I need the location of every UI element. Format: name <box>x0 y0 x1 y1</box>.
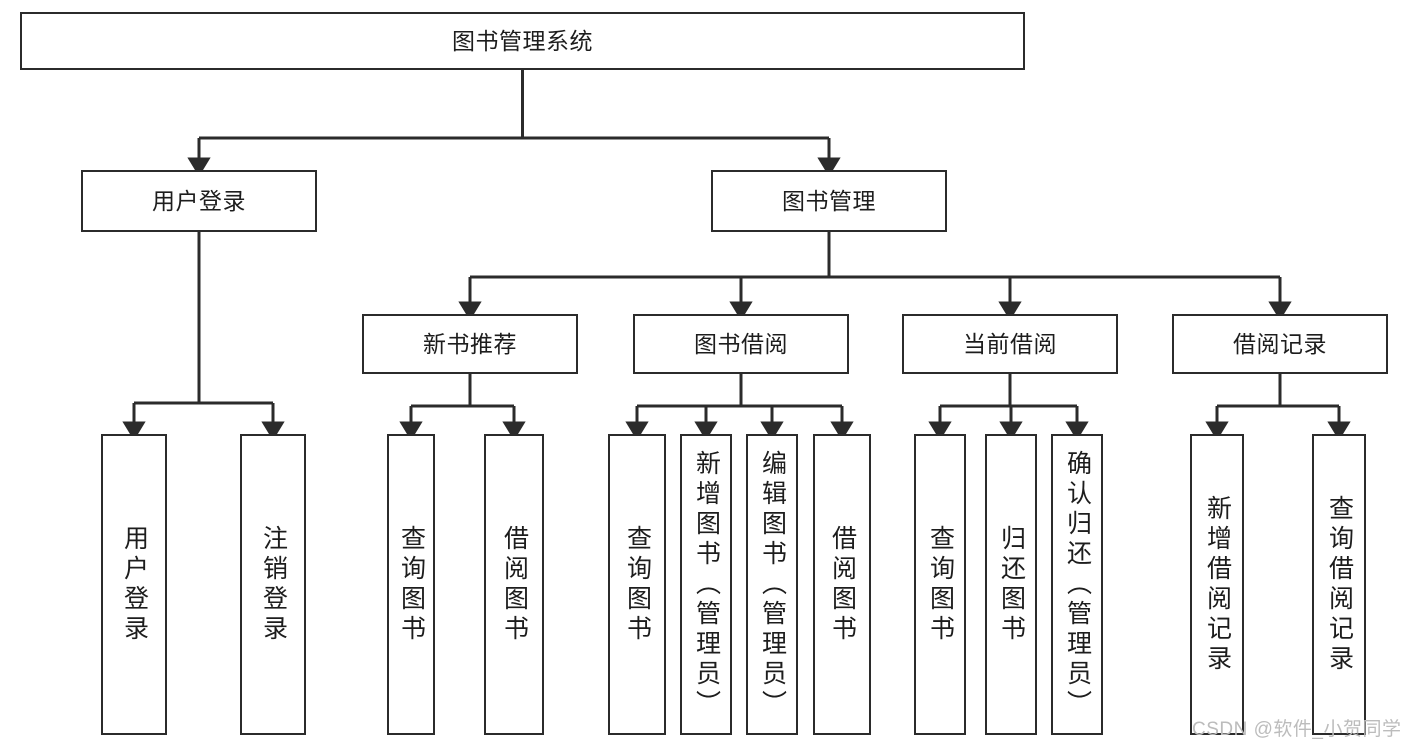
node-leaf-borrow-book-1: 借阅图书 <box>484 434 544 735</box>
node-label: 用户登录 <box>152 187 246 214</box>
node-new-book-rec: 新书推荐 <box>362 314 578 374</box>
node-label: 归还图书 <box>997 524 1026 645</box>
node-label: 新增图书（管理员） <box>692 449 721 720</box>
node-leaf-confirm-return: 确认归还（管理员） <box>1051 434 1103 735</box>
node-user-login: 用户登录 <box>81 170 317 232</box>
node-leaf-query-book-2: 查询图书 <box>608 434 666 735</box>
node-label: 查询图书 <box>623 524 652 645</box>
node-leaf-user-logout: 注销登录 <box>240 434 306 735</box>
node-book-borrow: 图书借阅 <box>633 314 849 374</box>
node-label: 新增借阅记录 <box>1203 494 1232 675</box>
node-leaf-user-login: 用户登录 <box>101 434 167 735</box>
node-label: 查询借阅记录 <box>1325 494 1354 675</box>
node-label: 当前借阅 <box>963 330 1057 357</box>
node-current-borrow: 当前借阅 <box>902 314 1118 374</box>
node-leaf-add-record: 新增借阅记录 <box>1190 434 1244 735</box>
node-leaf-add-book: 新增图书（管理员） <box>680 434 732 735</box>
node-label: 借阅记录 <box>1233 330 1327 357</box>
node-label: 用户登录 <box>120 524 149 645</box>
node-label: 图书管理系统 <box>452 27 593 54</box>
node-label: 编辑图书（管理员） <box>758 449 787 720</box>
node-label: 借阅图书 <box>828 524 857 645</box>
node-leaf-edit-book: 编辑图书（管理员） <box>746 434 798 735</box>
node-leaf-borrow-book-2: 借阅图书 <box>813 434 871 735</box>
node-label: 借阅图书 <box>500 524 529 645</box>
node-leaf-query-book-3: 查询图书 <box>914 434 966 735</box>
node-label: 图书管理 <box>782 187 876 214</box>
node-leaf-query-record: 查询借阅记录 <box>1312 434 1366 735</box>
node-label: 查询图书 <box>397 524 426 645</box>
node-book-manage: 图书管理 <box>711 170 947 232</box>
node-label: 注销登录 <box>259 524 288 645</box>
watermark-label: CSDN @软件_小贺同学 <box>1192 719 1402 740</box>
node-label: 新书推荐 <box>423 330 517 357</box>
node-label: 确认归还（管理员） <box>1063 449 1092 720</box>
node-label: 查询图书 <box>926 524 955 645</box>
node-leaf-return-book: 归还图书 <box>985 434 1037 735</box>
node-label: 图书借阅 <box>694 330 788 357</box>
node-leaf-query-book-1: 查询图书 <box>387 434 435 735</box>
node-root: 图书管理系统 <box>20 12 1025 70</box>
node-borrow-record: 借阅记录 <box>1172 314 1388 374</box>
